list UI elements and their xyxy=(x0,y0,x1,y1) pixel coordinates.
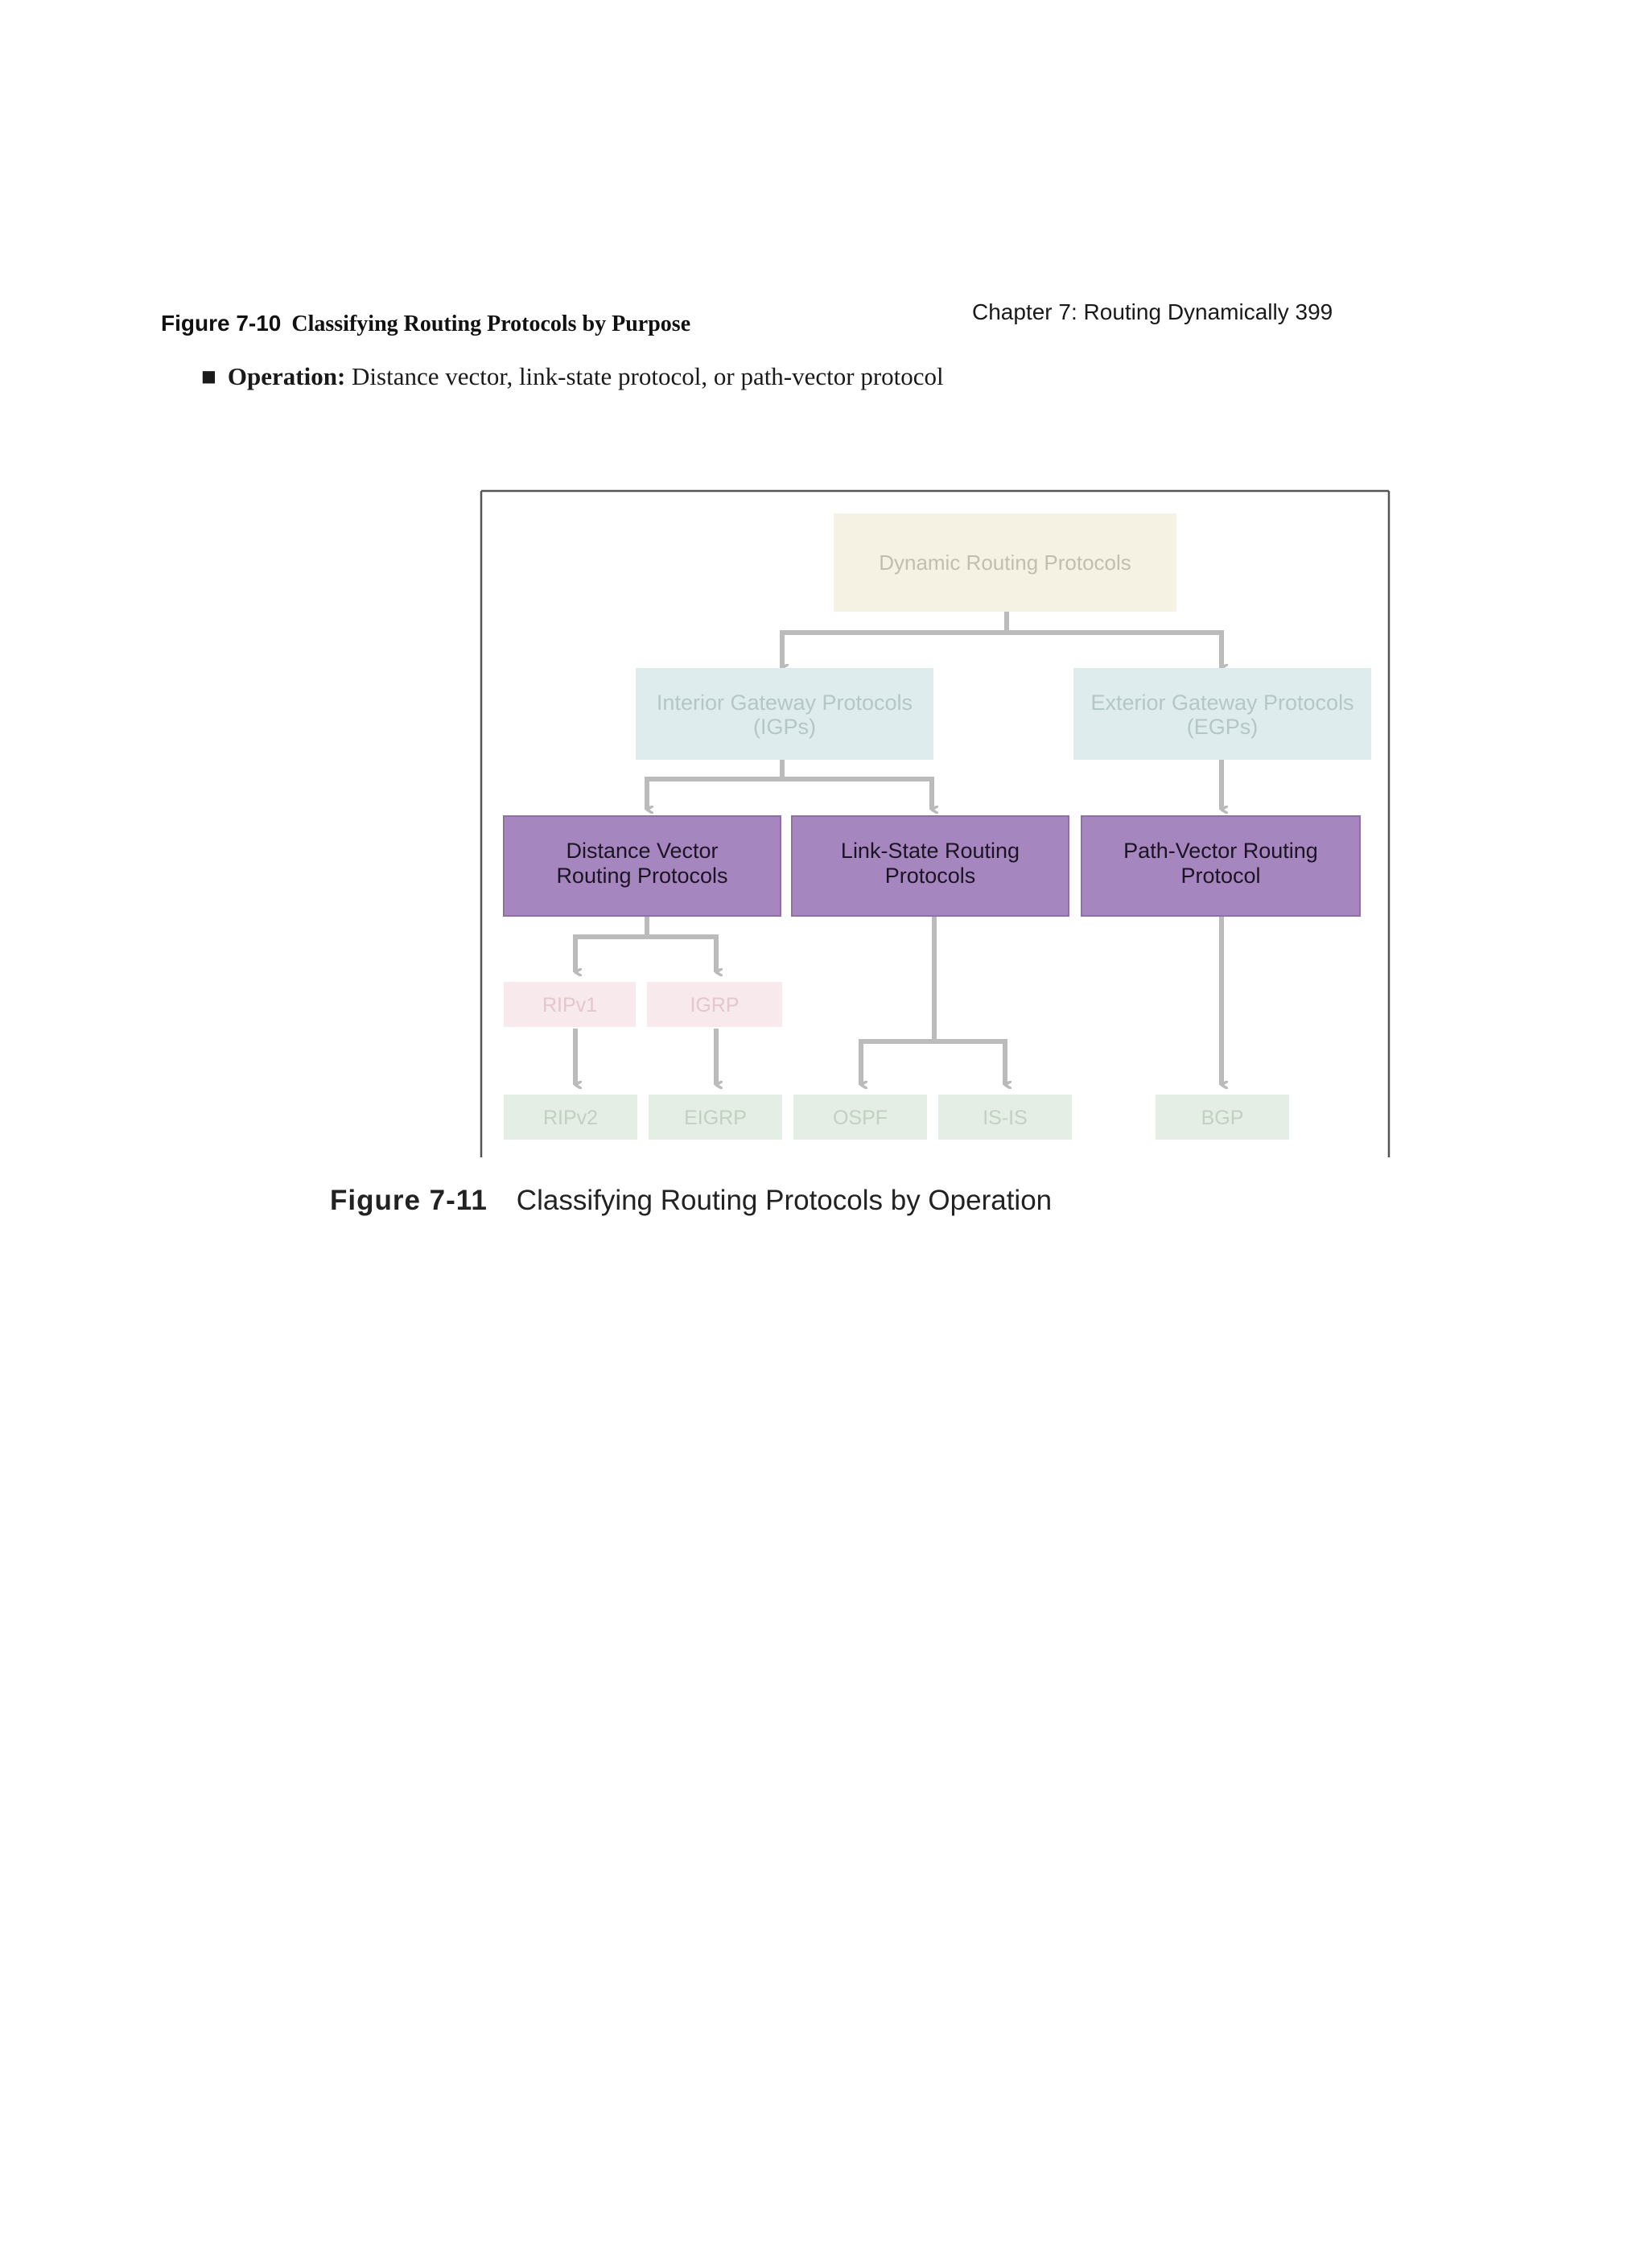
eigrp-label: EIGRP xyxy=(684,1107,747,1129)
igrp-node: IGRP xyxy=(647,982,782,1027)
routing-protocols-diagram: Dynamic Routing Protocols Interior Gatew… xyxy=(480,489,1390,1157)
path-vector-label-line2: Protocol xyxy=(1180,864,1260,888)
distance-vector-node: Distance Vector Routing Protocols xyxy=(503,815,781,917)
link-state-label-line2: Protocols xyxy=(885,864,976,888)
figure-7-11-title: Classifying Routing Protocols by Operati… xyxy=(516,1185,1053,1216)
eigrp-node: EIGRP xyxy=(649,1095,782,1140)
igp-label-line1: Interior Gateway Protocols xyxy=(657,691,913,715)
ripv2-node: RIPv2 xyxy=(504,1095,637,1140)
operation-bullet: ■ Operation: Distance vector, link-state … xyxy=(201,362,944,391)
isis-node: IS-IS xyxy=(938,1095,1072,1140)
figure-7-10-caption: Figure 7-10 Classifying Routing Protocol… xyxy=(161,311,690,337)
ospf-label: OSPF xyxy=(833,1107,888,1129)
ripv1-node: RIPv1 xyxy=(504,982,636,1027)
connectors xyxy=(573,612,1224,1085)
ripv1-label: RIPv1 xyxy=(542,994,597,1016)
figure-7-10-label: Figure 7-10 xyxy=(161,311,282,336)
distance-vector-label-line2: Routing Protocols xyxy=(556,864,727,888)
igp-node: Interior Gateway Protocols (IGPs) xyxy=(636,668,933,760)
igrp-label: IGRP xyxy=(690,994,739,1016)
running-header: Chapter 7: Routing Dynamically 399 xyxy=(972,299,1333,324)
egp-node: Exterior Gateway Protocols (EGPs) xyxy=(1073,668,1371,760)
bullet-term: Operation: xyxy=(227,362,346,390)
link-state-label-line1: Link-State Routing xyxy=(841,839,1020,863)
path-vector-label-line1: Path-Vector Routing xyxy=(1123,839,1318,863)
square-bullet-icon: ■ xyxy=(201,366,216,386)
isis-label: IS-IS xyxy=(983,1107,1028,1129)
path-vector-node: Path-Vector Routing Protocol xyxy=(1081,815,1361,917)
distance-vector-label-line1: Distance Vector xyxy=(566,839,718,863)
link-state-node: Link-State Routing Protocols xyxy=(791,815,1069,917)
bgp-label: BGP xyxy=(1201,1107,1244,1129)
egp-label-line2: (EGPs) xyxy=(1187,715,1259,739)
figure-7-11-caption: Figure 7-11 Classifying Routing Protocols… xyxy=(330,1185,1052,1217)
ripv2-label: RIPv2 xyxy=(543,1107,598,1129)
bgp-node: BGP xyxy=(1156,1095,1289,1140)
dynamic-routing-protocols-node: Dynamic Routing Protocols xyxy=(834,513,1176,612)
egp-label-line1: Exterior Gateway Protocols xyxy=(1090,691,1353,715)
figure-7-11-label: Figure 7-11 xyxy=(330,1185,488,1216)
bullet-text: Distance vector, link-state protocol, or… xyxy=(352,362,944,390)
ospf-node: OSPF xyxy=(793,1095,927,1140)
figure-7-10-title: Classifying Routing Protocols by Purpose xyxy=(291,311,691,336)
dynamic-routing-protocols-label: Dynamic Routing Protocols xyxy=(879,551,1131,575)
igp-label-line2: (IGPs) xyxy=(753,715,816,739)
